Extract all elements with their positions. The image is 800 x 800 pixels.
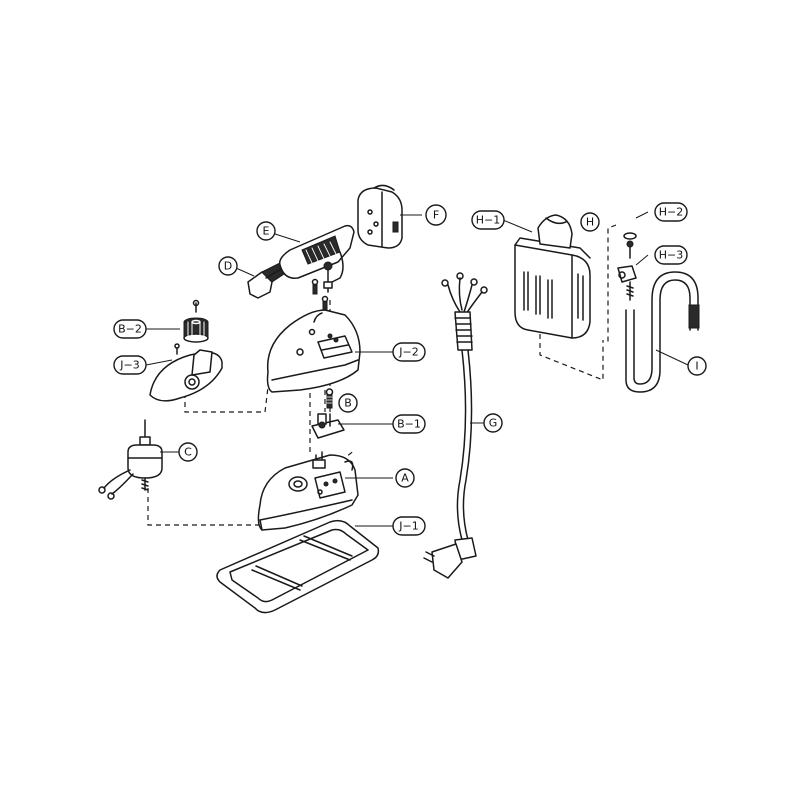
callout-label-h1: H−1 xyxy=(476,214,501,227)
callout-label-c: C xyxy=(184,446,192,459)
heel-rest-part xyxy=(149,343,223,402)
callout-label-h2: H−2 xyxy=(659,206,684,219)
leader-lines xyxy=(145,211,689,527)
callout-j3: J−3 xyxy=(113,355,147,375)
callout-label-f: F xyxy=(433,209,439,222)
callout-i: I xyxy=(687,356,707,376)
callout-label-a: A xyxy=(401,472,409,485)
callout-e: E xyxy=(256,221,276,241)
callout-label-b2: B−2 xyxy=(118,323,142,336)
handle-screws xyxy=(311,278,329,311)
callout-label-d: D xyxy=(224,260,232,273)
power-cord-part xyxy=(423,272,488,579)
water-tank-part xyxy=(514,214,591,339)
callout-label-j1: J−1 xyxy=(398,520,418,533)
rest-pad-part xyxy=(216,519,380,614)
callout-b: B xyxy=(338,393,358,413)
callout-b1: B−1 xyxy=(392,414,426,434)
callout-label-g: G xyxy=(489,417,498,430)
callout-label-b1: B−1 xyxy=(397,418,421,431)
callout-a: A xyxy=(395,468,415,488)
callout-f: F xyxy=(425,204,447,226)
valve-parts xyxy=(617,232,637,301)
screw-part xyxy=(325,388,334,409)
thermostat-part xyxy=(98,419,163,500)
knob-part xyxy=(183,299,209,343)
callout-label-h: H xyxy=(586,216,594,229)
switch-plate-part xyxy=(311,413,345,439)
callout-h2: H−2 xyxy=(654,202,688,222)
callout-label-b: B xyxy=(344,397,352,410)
callout-label-j3: J−3 xyxy=(119,359,139,372)
callout-j1: J−1 xyxy=(392,516,426,536)
callout-h: H xyxy=(580,212,600,232)
callout-d: D xyxy=(218,256,238,276)
callout-c: C xyxy=(178,442,198,462)
callout-label-i: I xyxy=(695,360,698,373)
callout-j2: J−2 xyxy=(392,342,426,362)
iron-cover-part xyxy=(266,309,361,393)
callout-b2: B−2 xyxy=(113,319,147,339)
callout-h1: H−1 xyxy=(471,210,505,230)
callout-h3: H−3 xyxy=(654,245,688,265)
heating-body-part xyxy=(257,451,359,531)
switch-box-part xyxy=(357,184,403,249)
water-hose-part xyxy=(625,271,700,393)
callout-g: G xyxy=(483,413,503,433)
callout-label-j2: J−2 xyxy=(398,346,418,359)
handle-part xyxy=(278,224,355,293)
callout-label-h3: H−3 xyxy=(659,249,684,262)
callout-label-e: E xyxy=(263,225,270,238)
